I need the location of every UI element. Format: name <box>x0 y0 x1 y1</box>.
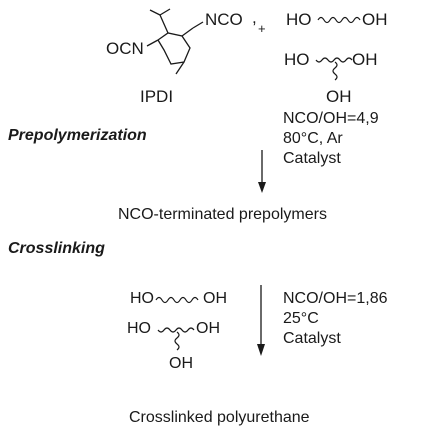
crosslinking-arrow <box>257 285 265 356</box>
diol-chain-top <box>317 16 361 24</box>
diol-ho-label: HO <box>286 10 312 29</box>
triol-ho-label: HO <box>284 50 310 69</box>
prepolymerization-condition-catalyst: Catalyst <box>283 150 341 167</box>
ipdi-nco-label: NCO <box>205 10 243 29</box>
crosslinking-condition-temp: 25°C <box>283 310 319 327</box>
diol-oh-label: OH <box>362 10 388 29</box>
triol-oh-label: OH <box>352 50 378 69</box>
crosslinked-product-label: Crosslinked polyurethane <box>129 409 310 426</box>
ipdi-label: IPDI <box>140 87 174 106</box>
prepolymer-product-label: NCO-terminated prepolymers <box>118 206 327 223</box>
prepolymerization-arrow <box>258 150 266 193</box>
plus-sign: + <box>258 21 266 36</box>
triol-branch-crosslinking <box>174 331 180 351</box>
diol-chain-crosslinking <box>155 296 199 304</box>
crosslinking-diol-oh-label: OH <box>203 290 227 307</box>
triol-branch-top <box>332 61 338 81</box>
prepolymerization-condition-temp: 80°C, Ar <box>283 130 343 147</box>
crosslinking-diol-ho-label: HO <box>130 290 154 307</box>
crosslinking-triol-oh-label: OH <box>196 320 220 337</box>
prepolymerization-condition-ratio: NCO/OH=4,9 <box>283 110 379 127</box>
crosslinking-condition-catalyst: Catalyst <box>283 330 341 347</box>
triol-chain-top <box>315 57 353 63</box>
crosslinking-triol-oh-bottom-label: OH <box>169 355 193 372</box>
triol-oh-bottom-label: OH <box>326 87 352 106</box>
crosslinking-title: Crosslinking <box>8 240 105 257</box>
crosslinking-condition-ratio: NCO/OH=1,86 <box>283 290 388 307</box>
prepolymerization-title: Prepolymerization <box>8 127 147 144</box>
comma-separator: , <box>252 8 257 27</box>
ipdi-structure <box>146 8 204 75</box>
triol-chain-crosslinking <box>157 327 195 333</box>
crosslinking-triol-ho-label: HO <box>127 320 151 337</box>
ipdi-ocn-label: OCN <box>106 39 144 58</box>
